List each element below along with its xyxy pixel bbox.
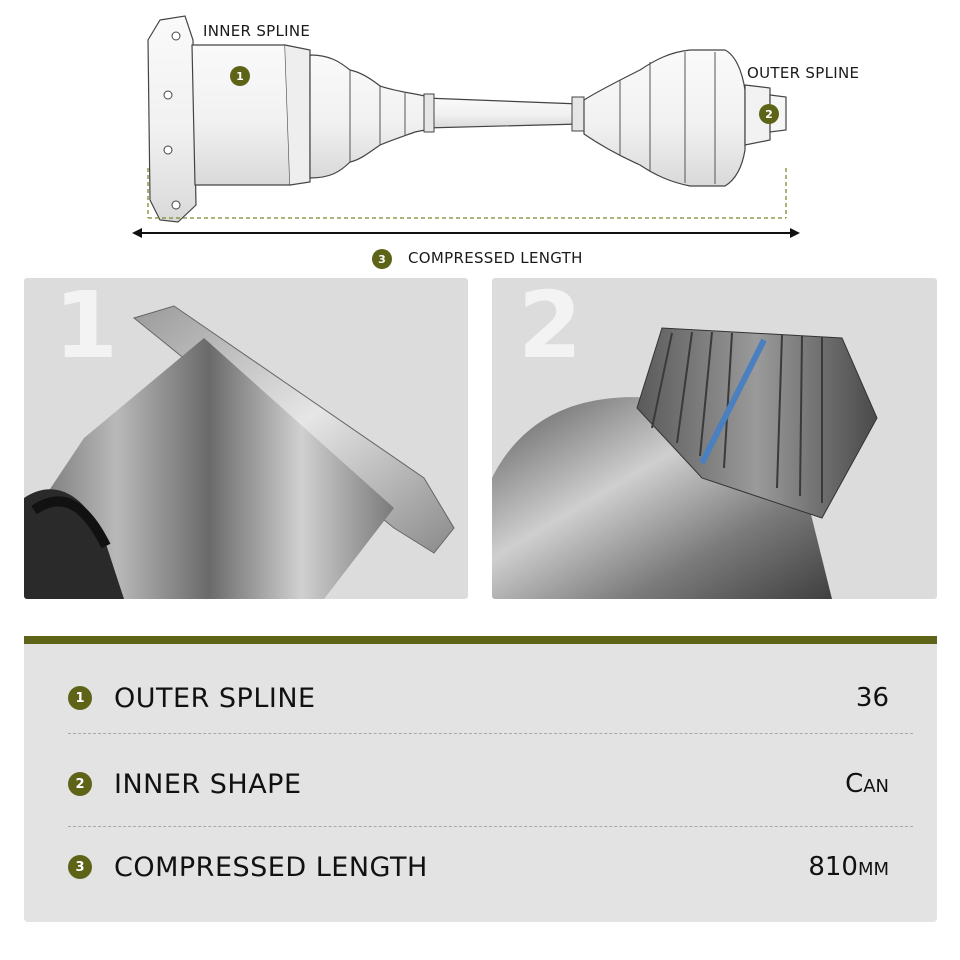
outer-spline-label: OUTER SPLINE (747, 64, 860, 82)
spec-row: 2 INNER SHAPE Can (68, 754, 889, 814)
cv-axle-diagram: INNER SPLINE OUTER SPLINE 1 2 3 COMPRESS… (0, 0, 960, 272)
spec-table: 1 OUTER SPLINE 36 2 INNER SHAPE Can 3 CO… (24, 636, 937, 922)
inner-spline-label: INNER SPLINE (203, 22, 311, 40)
spec-name: INNER SHAPE (114, 768, 302, 800)
spec-badge: 2 (68, 772, 92, 796)
spec-name: OUTER SPLINE (114, 682, 316, 714)
badge-2: 2 (759, 104, 779, 124)
row-divider (68, 826, 913, 827)
row-divider (68, 733, 913, 734)
photo-number-1: 1 (54, 278, 119, 379)
spec-value: 36 (855, 683, 889, 713)
spec-value: Can (845, 769, 889, 799)
badge-3: 3 (372, 249, 392, 269)
photo-number-2: 2 (518, 278, 583, 379)
axle-line-drawing (132, 15, 800, 238)
outer-spline-illustration (492, 327, 878, 599)
inner-can-illustration (24, 305, 455, 599)
spec-badge: 1 (68, 686, 92, 710)
inner-can-photo: 1 (24, 278, 468, 599)
badge-1: 1 (230, 66, 250, 86)
accent-bar (24, 636, 937, 644)
spec-row: 1 OUTER SPLINE 36 (68, 668, 889, 728)
spec-row: 3 COMPRESSED LENGTH 810mm (68, 837, 889, 897)
spec-badge: 3 (68, 855, 92, 879)
spec-value: 810mm (808, 852, 889, 882)
compressed-length-label: COMPRESSED LENGTH (408, 249, 583, 267)
outer-spline-photo: 2 (492, 278, 937, 599)
spec-name: COMPRESSED LENGTH (114, 851, 428, 883)
